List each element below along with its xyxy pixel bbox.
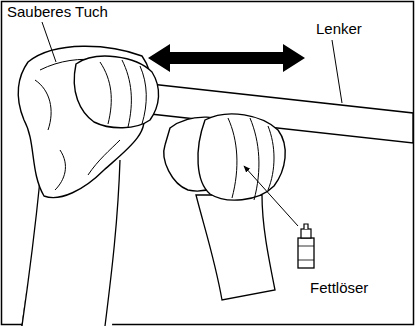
left-hand — [74, 56, 158, 128]
spray-cap — [301, 229, 311, 238]
leader-arrow — [244, 166, 298, 226]
leader-line — [42, 22, 56, 62]
leader-line — [332, 40, 342, 103]
part-label: Fettlöser — [309, 279, 369, 296]
left-fingers — [100, 60, 146, 127]
right-fingers — [228, 118, 274, 200]
can-bands — [298, 246, 314, 260]
right-forearm — [196, 195, 275, 300]
right-hand — [198, 114, 285, 200]
part-label: Lenker — [315, 20, 363, 37]
motion-arrow — [148, 44, 305, 72]
part-label: Sauberes Tuch — [6, 3, 109, 20]
spray-can — [298, 238, 314, 268]
spray-nozzle — [304, 224, 308, 229]
